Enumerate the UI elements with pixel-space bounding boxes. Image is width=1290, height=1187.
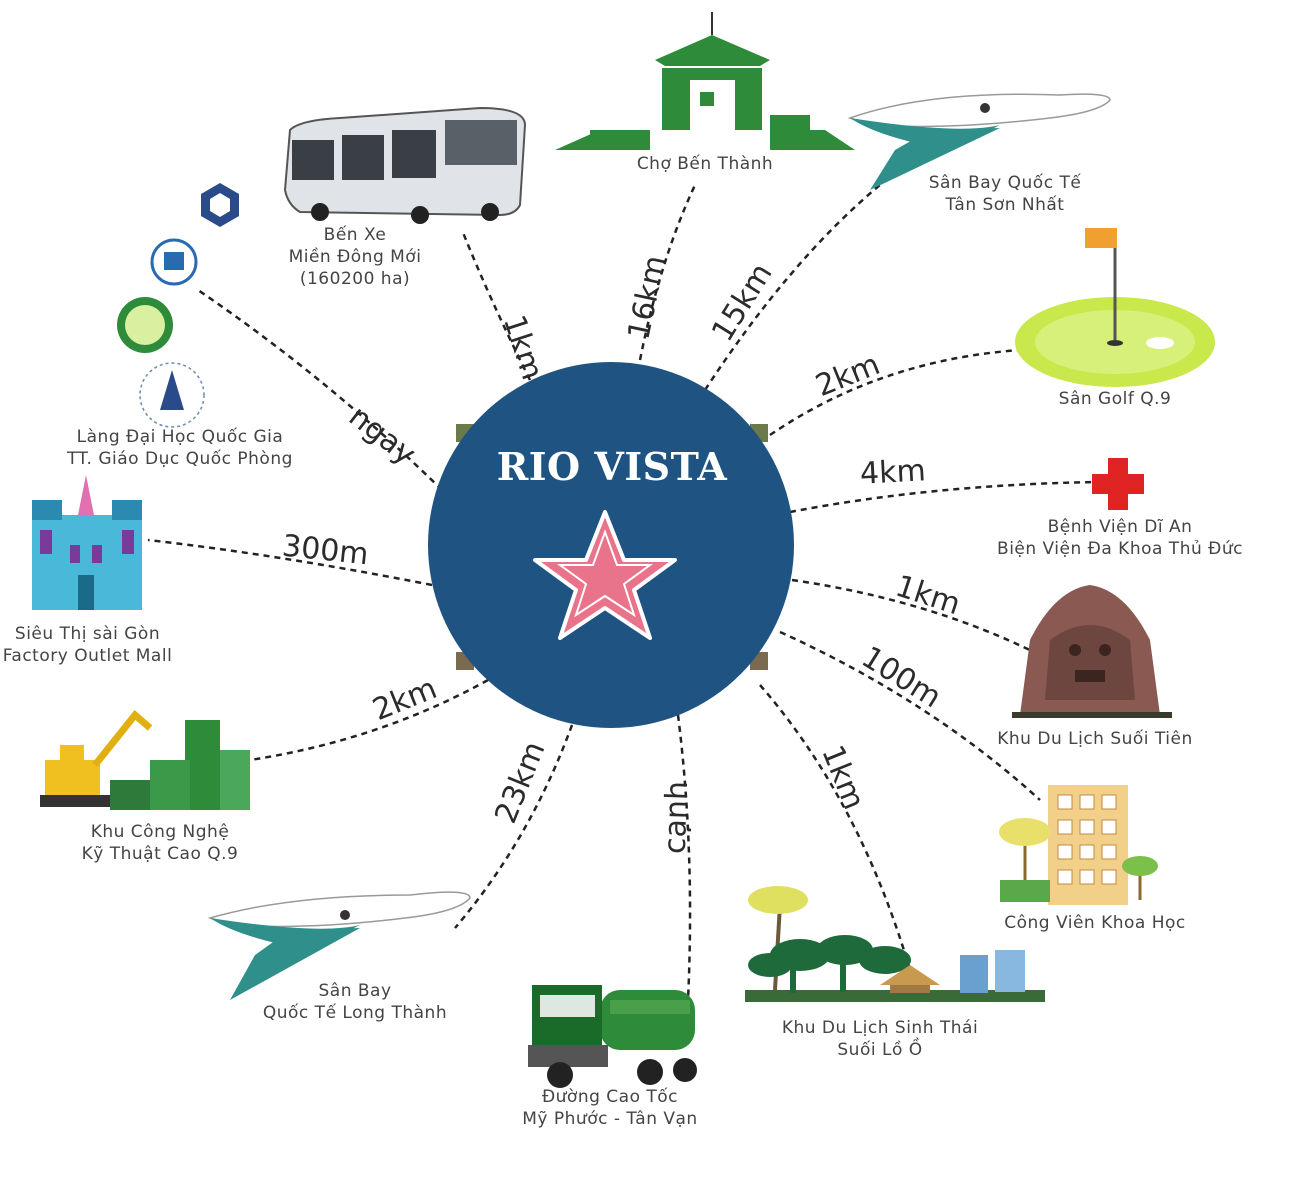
label-line: Sân Golf Q.9 <box>1058 389 1172 409</box>
palm-tree-icon <box>745 886 1045 1002</box>
label-hospital: Bệnh Viện Dĩ An Biện Viện Đa Khoa Thủ Đứ… <box>975 516 1265 560</box>
label-long-thanh: Sân Bay Quốc Tế Long Thành <box>245 980 465 1024</box>
excavator-icon <box>40 709 250 810</box>
line-university <box>197 288 443 491</box>
line-ben-thanh <box>638 184 697 361</box>
label-golf: Sân Golf Q.9 <box>1020 388 1210 410</box>
label-mall: Siêu Thị sài Gòn Factory Outlet Mall <box>0 623 175 667</box>
label-line: Bến Xe <box>323 225 387 245</box>
line-suoi-tien <box>791 578 1041 657</box>
label-university: Làng Đại Học Quốc Gia TT. Giáo Dục Quốc … <box>40 426 320 470</box>
label-expressway: Đường Cao Tốc Mỹ Phước - Tân Vạn <box>505 1086 715 1130</box>
airplane-icon <box>847 93 1111 190</box>
truck-icon <box>528 985 697 1088</box>
center-title: RIO VISTA <box>496 444 728 489</box>
cathedral-icon <box>32 475 142 610</box>
airplane-icon-2 <box>207 891 471 1000</box>
market-icon <box>555 12 855 150</box>
label-eco: Khu Du Lịch Sinh Thái Suối Lồ Ồ <box>760 1017 1000 1061</box>
label-suoi-tien: Khu Du Lịch Suối Tiên <box>985 728 1205 750</box>
label-line: Chợ Bến Thành <box>636 154 774 174</box>
label-line: Biện Viện Đa Khoa Thủ Đức <box>997 539 1243 559</box>
label-line: Làng Đại Học Quốc Gia <box>76 427 284 447</box>
label-line: Đường Cao Tốc <box>541 1087 679 1107</box>
label-bus-station: Bến Xe Miền Đông Mới (160200 ha) <box>270 224 440 290</box>
label-line: TT. Giáo Dục Quốc Phòng <box>67 449 293 469</box>
label-line: Mỹ Phước - Tân Vạn <box>522 1109 698 1129</box>
line-tan-son-nhat <box>703 184 881 391</box>
connector-lines <box>147 184 1096 1001</box>
line-mall <box>147 538 433 587</box>
line-golf <box>769 348 1021 437</box>
temple-icon <box>1012 585 1172 718</box>
line-high-tech <box>249 678 489 762</box>
distance-hospital: 4km <box>859 453 927 492</box>
line-bus <box>460 229 532 381</box>
label-line: Khu Du Lịch Sinh Thái <box>781 1018 979 1038</box>
label-line: Factory Outlet Mall <box>2 646 173 666</box>
line-science-park <box>779 630 1041 801</box>
label-line: Bệnh Viện Dĩ An <box>1047 517 1193 537</box>
golf-flag-icon <box>1015 228 1215 387</box>
label-line: Sân Bay Quốc Tế <box>928 173 1082 193</box>
map-corners <box>456 424 768 670</box>
red-cross-icon <box>1092 458 1144 510</box>
building-icon <box>999 785 1158 905</box>
label-high-tech: Khu Công Nghệ Kỹ Thuật Cao Q.9 <box>60 821 260 865</box>
line-hospital <box>789 480 1096 514</box>
bus-icon <box>283 106 527 224</box>
label-science-park: Công Viên Khoa Học <box>985 912 1205 934</box>
label-line: Khu Công Nghệ <box>90 822 230 842</box>
star-icon <box>533 510 677 640</box>
label-line: Sân Bay <box>318 981 392 1001</box>
label-line: Tân Sơn Nhất <box>945 195 1065 215</box>
label-line: Siêu Thị sài Gòn <box>14 624 161 644</box>
line-eco <box>759 684 912 971</box>
label-line: Khu Du Lịch Suối Tiên <box>997 729 1193 749</box>
label-line: Suối Lồ Ồ <box>837 1040 923 1060</box>
label-line: (160200 ha) <box>299 269 411 289</box>
distance-expressway: cạnh <box>657 780 696 855</box>
line-expressway <box>676 714 692 1001</box>
label-line: Công Viên Khoa Học <box>1004 913 1186 933</box>
label-line: Quốc Tế Long Thành <box>262 1003 448 1023</box>
label-line: Miền Đông Mới <box>288 247 422 267</box>
label-tan-son-nhat: Sân Bay Quốc Tế Tân Sơn Nhất <box>900 172 1110 216</box>
university-logo-icon <box>117 183 239 428</box>
label-line: Kỹ Thuật Cao Q.9 <box>81 844 239 864</box>
label-ben-thanh: Chợ Bến Thành <box>600 153 810 175</box>
